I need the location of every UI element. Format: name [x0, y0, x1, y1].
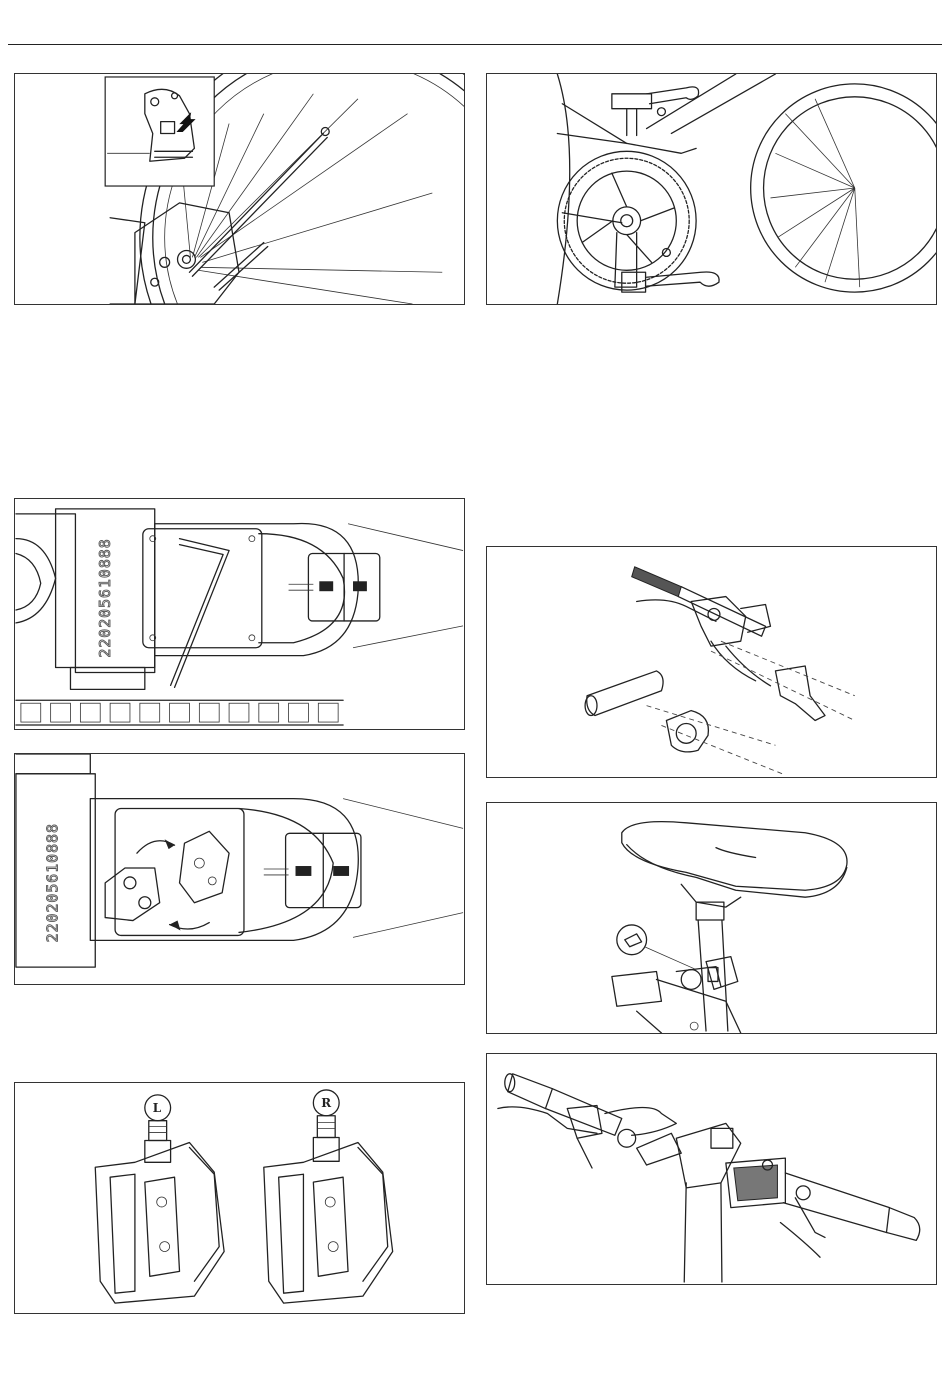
- pedal-left: L: [95, 1095, 224, 1303]
- crankset-illustration: [487, 74, 936, 304]
- figure-crankset-pedal-wrench: [486, 73, 937, 305]
- header-rule: [8, 44, 942, 45]
- serial-number: 220205610888: [44, 823, 62, 942]
- rear-wheel-illustration: [15, 74, 464, 304]
- pedal-right-label: R: [321, 1096, 331, 1110]
- wrench-icon: [647, 272, 720, 286]
- figure-battery-hex-key: 220205610888: [14, 498, 465, 730]
- figure-saddle-light: [486, 802, 937, 1034]
- serial-number: 220205610888: [96, 538, 114, 657]
- pedal-right: R: [264, 1090, 393, 1303]
- figure-pedals-left-right: L R: [14, 1082, 465, 1314]
- figure-handlebar-assembled: [486, 1053, 937, 1285]
- figure-rear-wheel-derailleur: [14, 73, 465, 305]
- handlebar-assembled-illustration: [487, 1054, 936, 1284]
- figure-handlebar-exploded: [486, 546, 937, 778]
- battery-connector-illustration: 220205610888: [15, 754, 464, 984]
- battery-housing-illustration: 220205610888: [15, 499, 464, 729]
- saddle-illustration: [487, 803, 936, 1033]
- handlebar-exploded-illustration: [487, 547, 936, 777]
- pedals-illustration: L R: [15, 1083, 464, 1313]
- pedal-left-label: L: [153, 1101, 162, 1115]
- detail-inset: [105, 77, 214, 186]
- figure-battery-connector: 220205610888: [14, 753, 465, 985]
